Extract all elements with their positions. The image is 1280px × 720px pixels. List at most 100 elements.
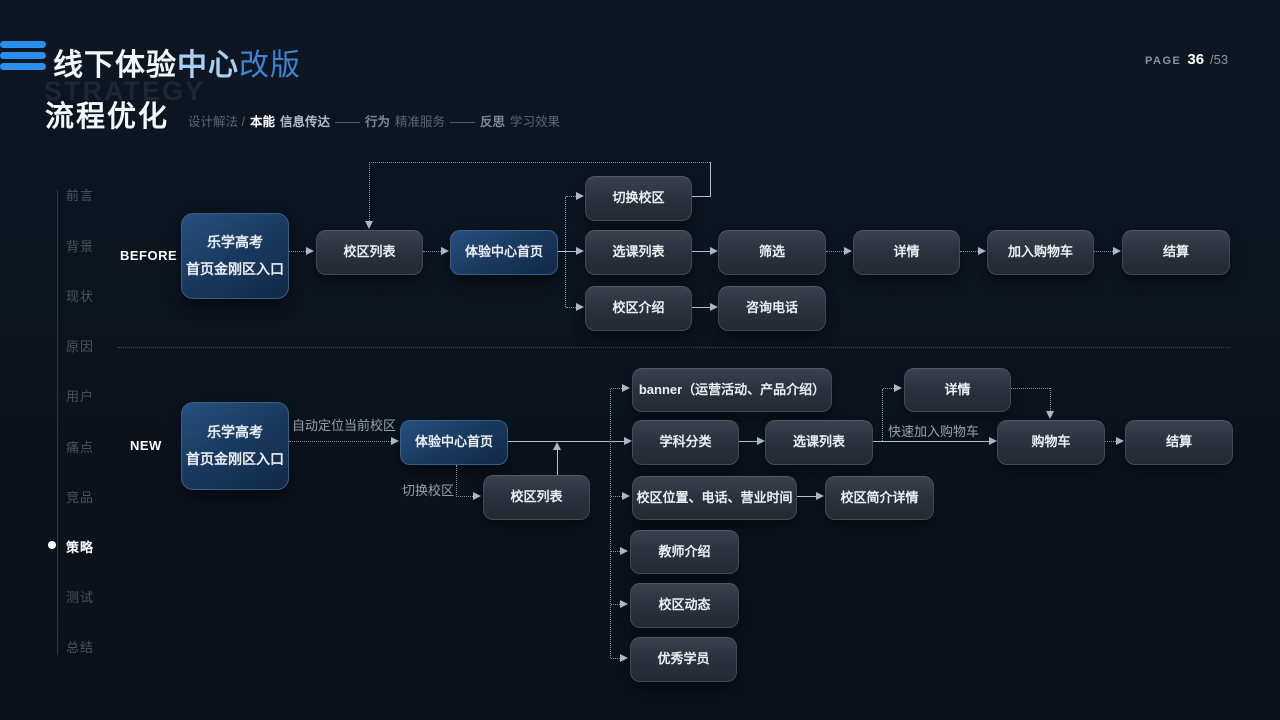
sidebar-item-user[interactable]: 用户 — [66, 389, 95, 404]
arrowhead — [391, 437, 399, 445]
arrowhead — [473, 492, 481, 500]
edge — [611, 658, 620, 659]
edge — [873, 441, 989, 442]
edge — [883, 388, 894, 389]
node-new-cart: 购物车 — [997, 420, 1105, 465]
node-new-top-students: 优秀学员 — [630, 637, 737, 682]
arrowhead — [1113, 247, 1121, 255]
edge — [508, 441, 624, 442]
before-flow-label: BEFORE — [120, 248, 178, 263]
sidebar-item-background[interactable]: 背景 — [66, 239, 95, 254]
edge — [710, 162, 711, 197]
node-before-campus-list: 校区列表 — [316, 230, 423, 275]
edge — [1011, 388, 1050, 389]
sidebar-item-reason[interactable]: 原因 — [66, 339, 95, 354]
arrowhead — [624, 437, 632, 445]
edge-label-quick-add: 快速加入购物车 — [888, 424, 980, 439]
edge — [739, 441, 757, 442]
sidebar-item-competitor[interactable]: 竞品 — [66, 490, 95, 505]
arrowhead — [441, 247, 449, 255]
node-new-entry-line1: 乐学高考 — [207, 424, 263, 440]
arrowhead — [710, 303, 718, 311]
node-before-entry: 乐学高考 首页金刚区入口 — [181, 213, 289, 299]
edge — [423, 251, 441, 252]
node-before-course-list: 选课列表 — [585, 230, 692, 275]
subtitle-part: —— — [450, 115, 476, 129]
page-number: PAGE 36 /53 — [1145, 51, 1228, 68]
page-number-total: /53 — [1210, 52, 1229, 67]
sidebar-item-test[interactable]: 测试 — [66, 590, 95, 605]
node-new-campus-profile: 校区简介详情 — [825, 476, 934, 520]
edge — [611, 388, 622, 389]
edge — [456, 465, 457, 497]
node-new-campus-info: 校区位置、电话、营业时间 — [632, 476, 797, 520]
node-before-entry-line2: 首页金刚区入口 — [186, 260, 284, 277]
node-before-campus-intro: 校区介绍 — [585, 286, 692, 331]
sidebar-item-status-quo[interactable]: 现状 — [66, 289, 95, 304]
node-before-entry-line1: 乐学高考 — [207, 234, 263, 250]
node-before-detail: 详情 — [853, 230, 960, 275]
subtitle-part: 设计解法 / — [188, 115, 245, 129]
arrowhead — [622, 384, 630, 392]
edge — [1105, 441, 1116, 442]
page-number-label: PAGE — [1145, 55, 1182, 67]
arrowhead — [576, 303, 584, 311]
edge — [826, 251, 844, 252]
node-new-banner: banner（运营活动、产品介绍） — [632, 368, 832, 412]
edge — [289, 441, 391, 442]
subtitle-part: 精准服务 — [395, 115, 446, 129]
edge — [456, 496, 473, 497]
arrowhead — [620, 600, 628, 608]
edge — [1050, 388, 1051, 411]
node-before-filter: 筛选 — [718, 230, 826, 275]
title-part-lightblue: 中心 — [177, 49, 239, 82]
sidebar-progress-line — [57, 190, 58, 655]
arrowhead — [553, 442, 561, 450]
arrowhead — [894, 384, 902, 392]
arrowhead — [816, 492, 824, 500]
section-title: 流程优化 — [45, 101, 170, 133]
arrowhead — [844, 247, 852, 255]
ghost-heading: STRATEGY — [44, 76, 206, 106]
sidebar-item-pain-point[interactable]: 痛点 — [66, 440, 95, 455]
edge — [692, 196, 710, 197]
menu-bars-icon — [0, 41, 46, 74]
edge — [692, 251, 710, 252]
arrowhead — [576, 247, 584, 255]
edge — [566, 196, 576, 197]
section-subtitle: 设计解法 / 本能 信息传达 —— 行为 精准服务 —— 反思 学习效果 — [188, 111, 560, 130]
node-new-checkout: 结算 — [1125, 420, 1233, 465]
node-new-subject-category: 学科分类 — [632, 420, 739, 465]
subtitle-part: —— — [334, 115, 360, 129]
edge — [369, 162, 370, 221]
subtitle-part: 信息传达 — [279, 115, 330, 129]
arrowhead — [710, 247, 718, 255]
node-before-center-home: 体验中心首页 — [450, 230, 558, 275]
edge — [557, 450, 558, 475]
arrowhead — [1116, 437, 1124, 445]
edge — [611, 496, 622, 497]
node-new-center-home: 体验中心首页 — [400, 420, 508, 465]
subtitle-part: 学习效果 — [510, 115, 561, 129]
node-new-entry: 乐学高考 首页金刚区入口 — [181, 402, 289, 490]
edge — [692, 307, 710, 308]
sidebar-item-summary[interactable]: 总结 — [66, 640, 95, 655]
title-part-blue: 改版 — [239, 49, 301, 82]
edge-label-switch-campus: 切换校区 — [402, 483, 455, 498]
subtitle-part: 本能 — [249, 115, 275, 129]
node-new-detail: 详情 — [904, 368, 1011, 412]
arrowhead — [576, 192, 584, 200]
node-new-campus-list: 校区列表 — [483, 475, 590, 520]
new-flow-label: NEW — [130, 438, 162, 453]
node-new-campus-news: 校区动态 — [630, 583, 739, 628]
edge — [882, 389, 883, 441]
arrowhead — [365, 221, 373, 229]
sidebar-item-strategy[interactable]: 策略 — [66, 540, 95, 555]
edge — [610, 389, 611, 658]
edge — [369, 162, 710, 163]
node-new-entry-line2: 首页金刚区入口 — [186, 450, 284, 467]
sidebar-item-preface[interactable]: 前言 — [66, 188, 95, 203]
page-title: 线下体验中心改版 — [53, 40, 301, 84]
node-before-add-cart: 加入购物车 — [987, 230, 1094, 275]
